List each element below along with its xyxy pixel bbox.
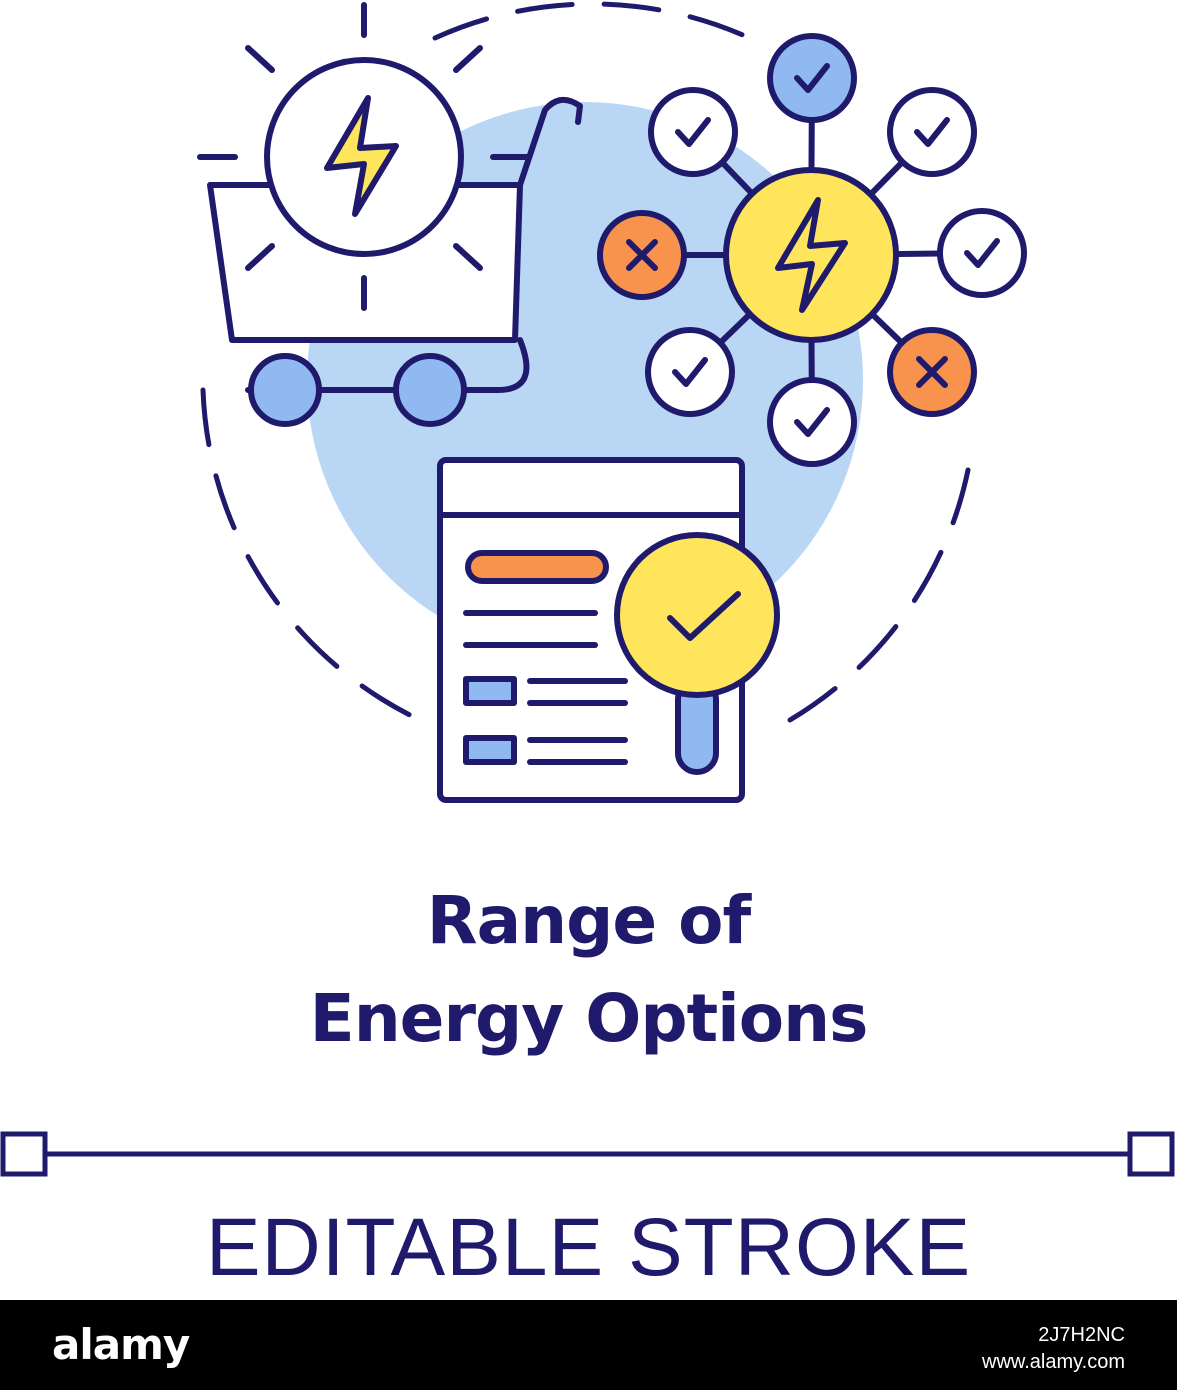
- editable-stroke-caption: EDITABLE STROKE: [205, 1202, 972, 1293]
- right-handle: [1127, 1131, 1175, 1177]
- editable-stroke-line: [0, 1131, 1175, 1177]
- left-handle: [0, 1131, 48, 1177]
- bolt-icon: [324, 95, 399, 217]
- cross-icon: [626, 239, 948, 388]
- image-id-block: 2J7H2NC www.alamy.com: [982, 1322, 1125, 1376]
- watermark-footer: alamy 2J7H2NC www.alamy.com: [0, 1300, 1177, 1390]
- shopping-cart-icon: [207, 97, 583, 427]
- dashed-ring: [200, 1, 971, 723]
- magnifier-check-icon: [614, 532, 780, 775]
- hub-bolt-icon: [775, 197, 848, 313]
- image-id: 2J7H2NC: [1038, 1324, 1125, 1346]
- concept-title-line-1: Range of: [426, 882, 751, 959]
- site-url: www.alamy.com: [982, 1351, 1125, 1373]
- concept-illustration: [197, 1, 1027, 803]
- energy-sun-icon: [197, 2, 531, 311]
- brand-logo: alamy: [52, 1320, 190, 1369]
- concept-title-line-2: Energy Options: [309, 980, 869, 1057]
- check-icon: [672, 63, 1000, 437]
- energy-network-icon: [597, 33, 1027, 467]
